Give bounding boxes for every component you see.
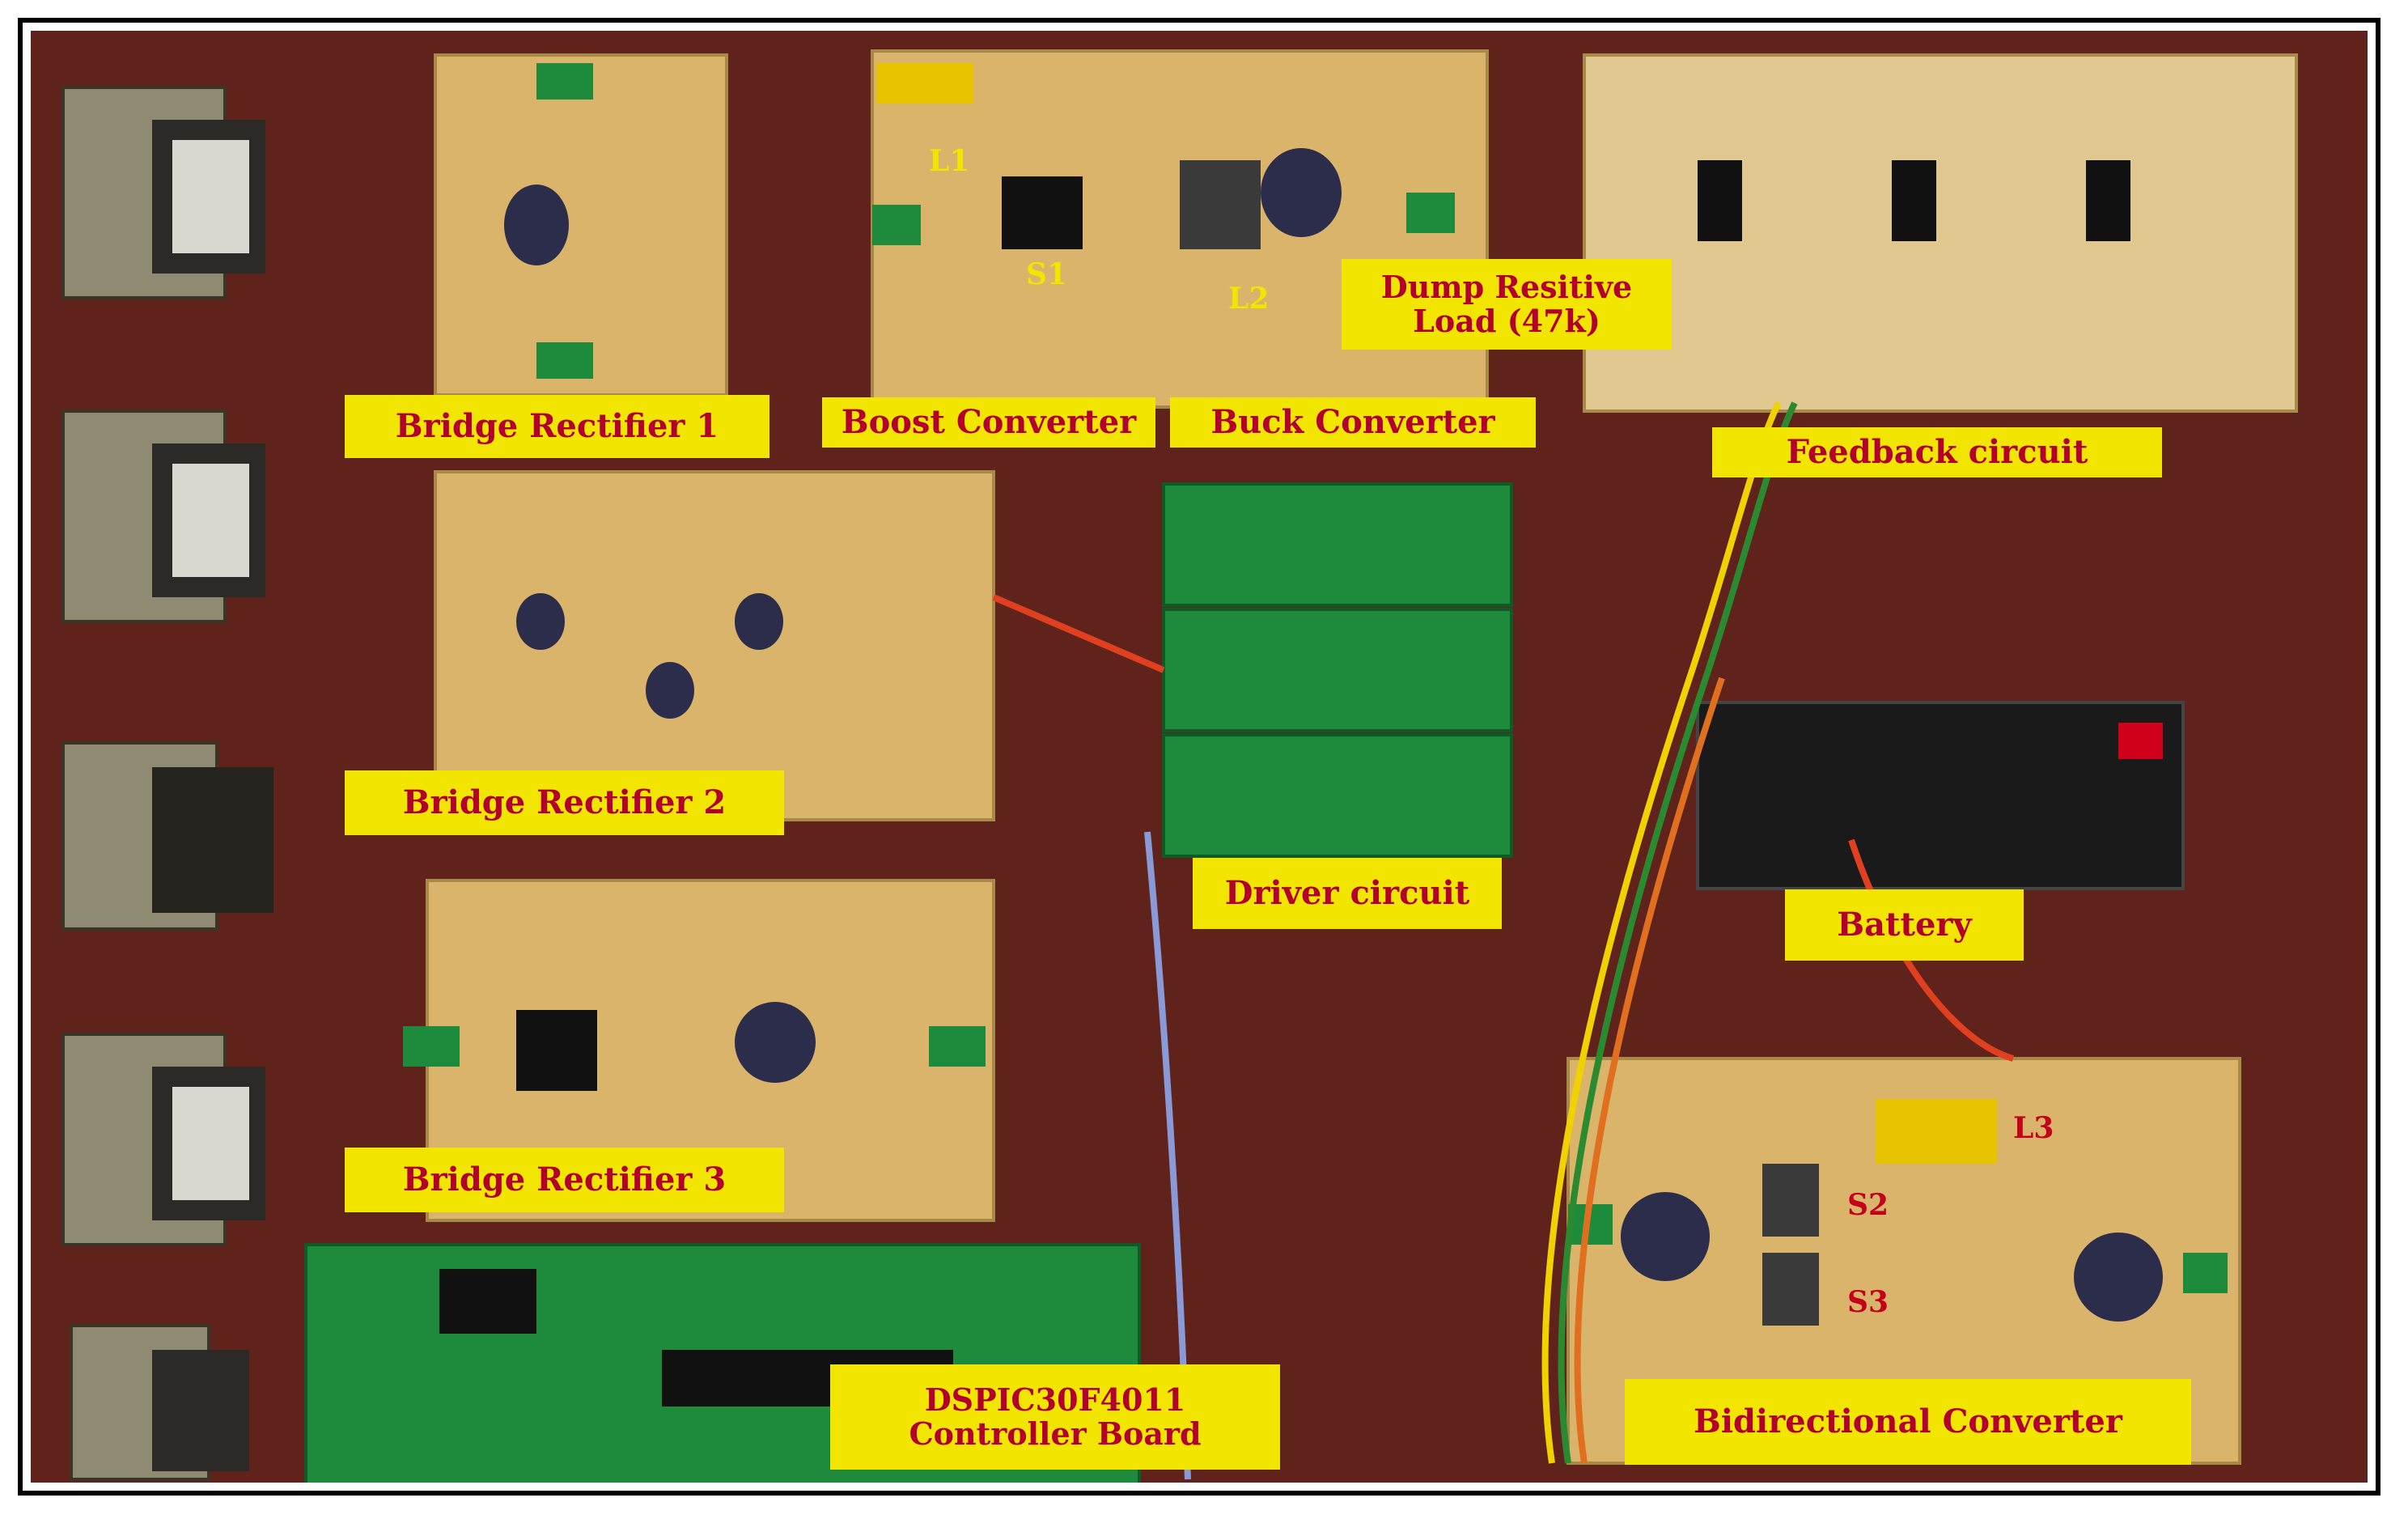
label-dump-resistive-load-line1: Dump Resitive bbox=[1380, 269, 1633, 306]
label-dump-resistive-load-line2: Load (47k) bbox=[1413, 303, 1600, 339]
component-l3: L3 bbox=[2013, 1111, 2054, 1145]
transformer-4 bbox=[61, 1033, 265, 1246]
label-bridge-rectifier-3: Bridge Rectifier 3 bbox=[345, 1148, 784, 1212]
transformer-5 bbox=[70, 1324, 249, 1481]
component-s3: S3 bbox=[1847, 1285, 1889, 1319]
driver-circuit-boards bbox=[1162, 482, 1513, 858]
label-buck-converter: Buck Converter bbox=[1170, 397, 1536, 448]
label-bridge-rectifier-1: Bridge Rectifier 1 bbox=[345, 395, 769, 458]
component-s2: S2 bbox=[1847, 1188, 1889, 1222]
transformer-2 bbox=[61, 409, 265, 623]
label-bidirectional-converter: Bidirectional Converter bbox=[1625, 1379, 2191, 1465]
label-bridge-rectifier-2: Bridge Rectifier 2 bbox=[345, 770, 784, 835]
label-boost-converter: Boost Converter bbox=[822, 397, 1155, 448]
boost-buck-board bbox=[871, 49, 1489, 409]
component-l2: L2 bbox=[1228, 282, 1270, 316]
label-feedback-circuit: Feedback circuit bbox=[1712, 427, 2162, 477]
hardware-setup-photo bbox=[31, 31, 2368, 1483]
transformer-1 bbox=[61, 86, 265, 299]
label-driver-circuit: Driver circuit bbox=[1193, 858, 1502, 929]
label-controller-board-line2: Controller Board bbox=[909, 1415, 1202, 1452]
component-s1: S1 bbox=[1026, 257, 1068, 291]
bridge-rectifier-2-board bbox=[434, 470, 995, 821]
image-frame: Bridge Rectifier 1 Boost Converter Buck … bbox=[18, 18, 2380, 1496]
label-battery: Battery bbox=[1785, 889, 2024, 961]
label-controller-board-line1: DSPIC30F4011 bbox=[924, 1381, 1186, 1419]
feedback-board bbox=[1583, 53, 2298, 413]
transformer-3 bbox=[61, 741, 273, 931]
battery bbox=[1696, 701, 2185, 890]
bridge-rectifier-1-board bbox=[434, 53, 728, 397]
component-l1: L1 bbox=[929, 144, 970, 178]
label-dump-resistive-load: Dump Resitive Load (47k) bbox=[1342, 259, 1672, 350]
label-controller-board: DSPIC30F4011 Controller Board bbox=[830, 1364, 1280, 1470]
